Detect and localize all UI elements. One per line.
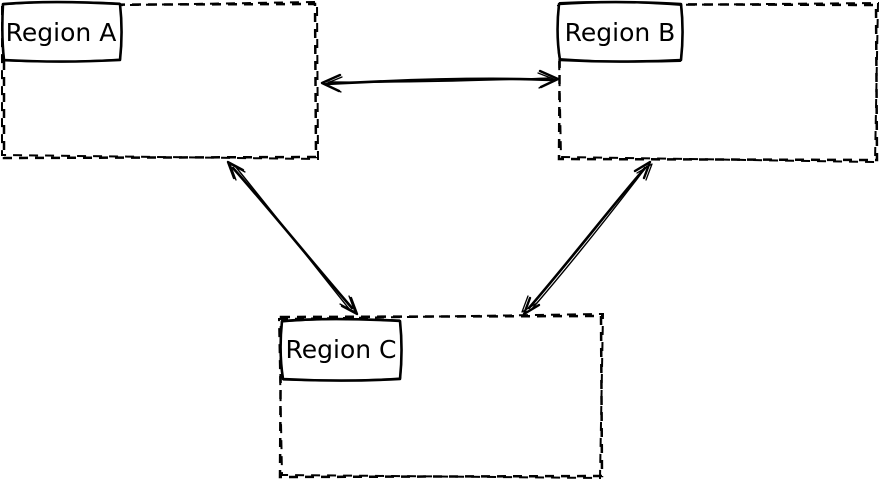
region-c-boundary-sketch (277, 312, 605, 480)
region-b-boundary-sketch (556, 1, 880, 164)
edge-b-c-arrowhead-top (633, 160, 652, 180)
edge-b-c-arrowhead-bottom-sketch (521, 295, 538, 313)
edge-a-c-arrowhead-bottom (340, 296, 359, 316)
region-a-boundary-sketch (0, 0, 320, 161)
region-a-label: Region A (6, 18, 117, 47)
edge-a-c-arrowhead-top-sketch (229, 163, 246, 181)
region-b-label-box-sketch (556, 1, 684, 63)
edge-a-c-arrowhead-bottom-sketch (339, 295, 356, 313)
edge-a-b-arrowhead-left-sketch (324, 76, 343, 93)
region-c-label: Region C (286, 335, 397, 364)
region-c-label-box-sketch (279, 318, 403, 382)
region-b-label: Region B (565, 18, 676, 47)
edge-a-c-arrowhead-top (226, 160, 245, 180)
edge-b-c-arrowhead-top-sketch (636, 163, 653, 181)
edge-b-c-line-sketch (530, 165, 648, 311)
edge-a-b-line-sketch (328, 77, 552, 83)
edge-a-c-line-sketch (234, 165, 351, 311)
edge-b-c[interactable] (521, 160, 653, 316)
edge-a-b-arrowhead-right-sketch (537, 72, 557, 89)
edge-b-c-line[interactable] (527, 166, 647, 310)
region-a-label-box-sketch (1, 1, 123, 63)
edge-a-c[interactable] (226, 160, 359, 316)
region-a-boundary[interactable] (2, 2, 318, 160)
edge-b-c-arrowhead-bottom (522, 296, 541, 316)
edge-a-b[interactable] (320, 69, 560, 93)
